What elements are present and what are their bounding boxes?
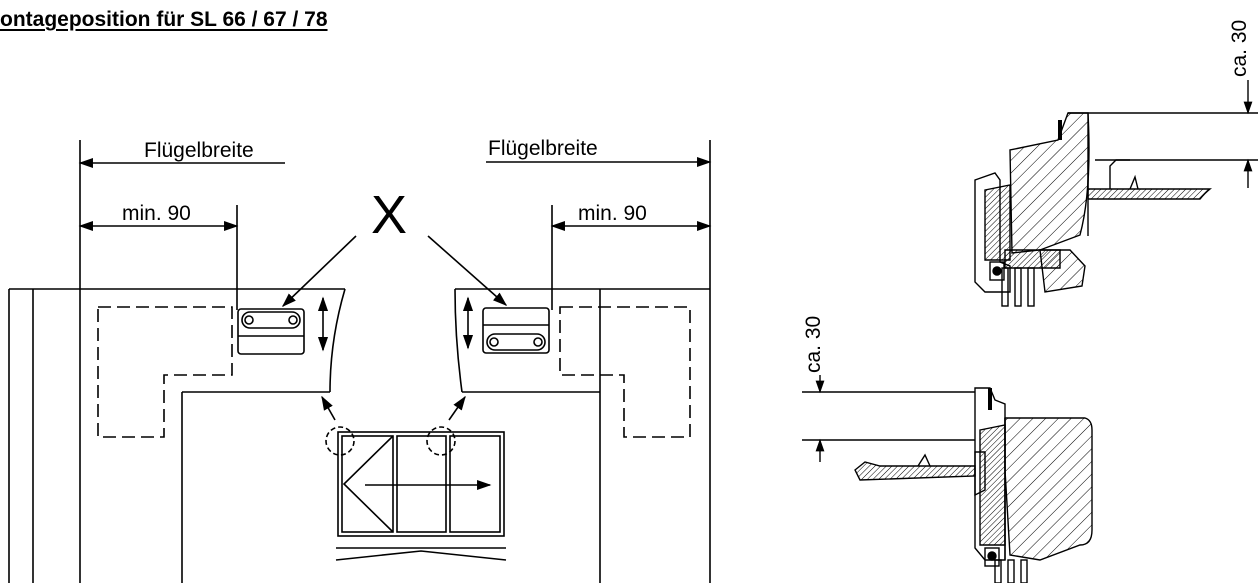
handle-right [462, 296, 550, 354]
ca-label-top: ca. 30 [1228, 20, 1251, 77]
min-label-right: min. 90 [578, 202, 647, 225]
window-symbol [321, 395, 507, 561]
min-label-left: min. 90 [122, 202, 191, 225]
lower-section-profile [802, 375, 1093, 583]
dashed-hinge-outline-right [559, 306, 691, 438]
upper-section-profile [974, 80, 1258, 307]
wing-width-label-left: Flügelbreite [144, 139, 254, 162]
drawing-title: ontageposition für SL 66 / 67 / 78 [0, 8, 328, 31]
dimension-min-right [550, 205, 712, 310]
front-elevation [8, 140, 711, 583]
dashed-hinge-outline-left [97, 306, 233, 438]
handle-left [237, 296, 329, 355]
ca-label-bottom: ca. 30 [802, 316, 825, 373]
x-leader-arrows [281, 235, 508, 307]
dimension-min-left [78, 205, 239, 310]
wing-width-label-right: Flügelbreite [488, 137, 598, 160]
mark-x: X [371, 185, 407, 245]
